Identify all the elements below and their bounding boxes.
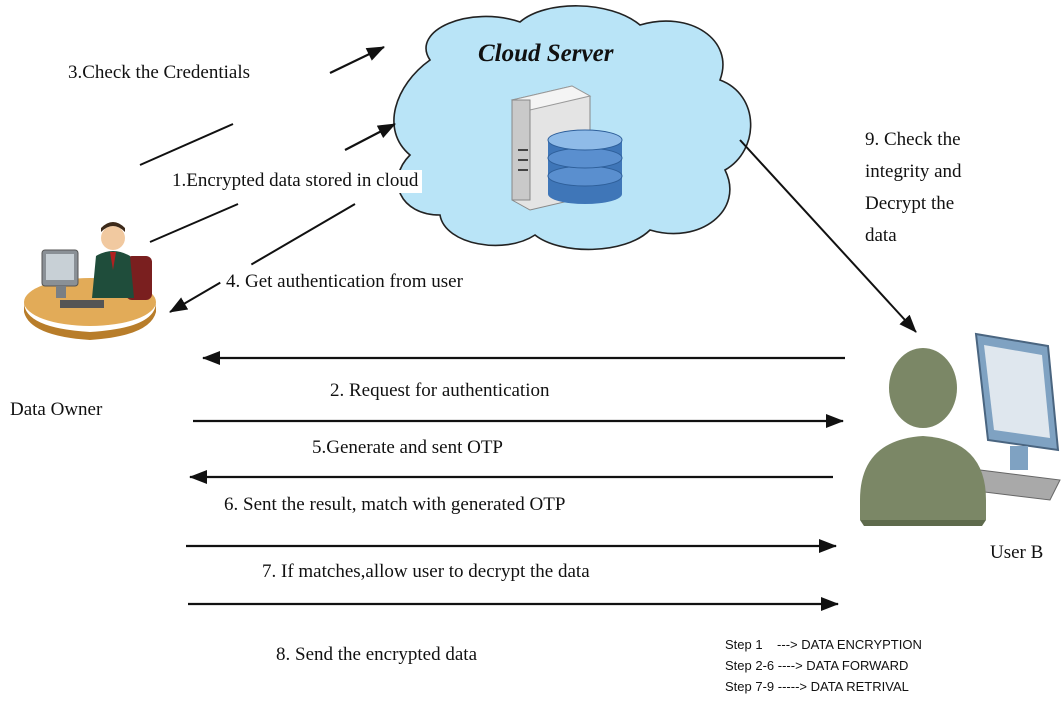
- step-9-label: 9. Check the integrity and Decrypt the d…: [865, 124, 962, 252]
- step-1-label: 1.Encrypted data stored in cloud: [168, 170, 423, 193]
- step-7-label: 7. If matches,allow user to decrypt the …: [262, 561, 590, 582]
- step-5-label: 5.Generate and sent OTP: [312, 437, 503, 458]
- step-2-label: 2. Request for authentication: [330, 380, 550, 401]
- step-legend: Step 1 ---> DATA ENCRYPTION Step 2-6 ---…: [725, 634, 922, 697]
- arrow-encrypted-to-cloud: [344, 123, 396, 151]
- legend-line-2: Step 2-6 ----> DATA FORWARD: [725, 658, 909, 673]
- data-owner-icon: [24, 222, 156, 340]
- user-b-label: User B: [990, 542, 1044, 563]
- step-9-line-4: data: [865, 225, 897, 246]
- server-database-icon: [510, 85, 623, 211]
- legend-line-3: Step 7-9 -----> DATA RETRIVAL: [725, 679, 909, 694]
- step-9-line-1: 9. Check the: [865, 129, 961, 150]
- cloud-server-title: Cloud Server: [478, 40, 614, 67]
- step-8-label: 8. Send the encrypted data: [276, 644, 478, 665]
- step-3-label: 3.Check the Credentials: [68, 62, 251, 83]
- legend-line-1: Step 1 ---> DATA ENCRYPTION: [725, 637, 922, 652]
- step-9-line-2: integrity and: [865, 161, 962, 182]
- arrow-decoration-2: [149, 203, 239, 243]
- arrow-cloud-to-user: [739, 139, 917, 333]
- step-6-label: 6. Sent the result, match with generated…: [224, 494, 566, 515]
- arrow-get-authentication: [169, 203, 356, 313]
- arrow-check-credentials: [329, 46, 385, 74]
- data-owner-label: Data Owner: [10, 399, 103, 420]
- step-9-line-3: Decrypt the: [865, 193, 955, 214]
- arrow-decoration-1: [139, 123, 234, 166]
- step-4-label: 4. Get authentication from user: [226, 271, 463, 292]
- user-b-icon: [860, 332, 1061, 526]
